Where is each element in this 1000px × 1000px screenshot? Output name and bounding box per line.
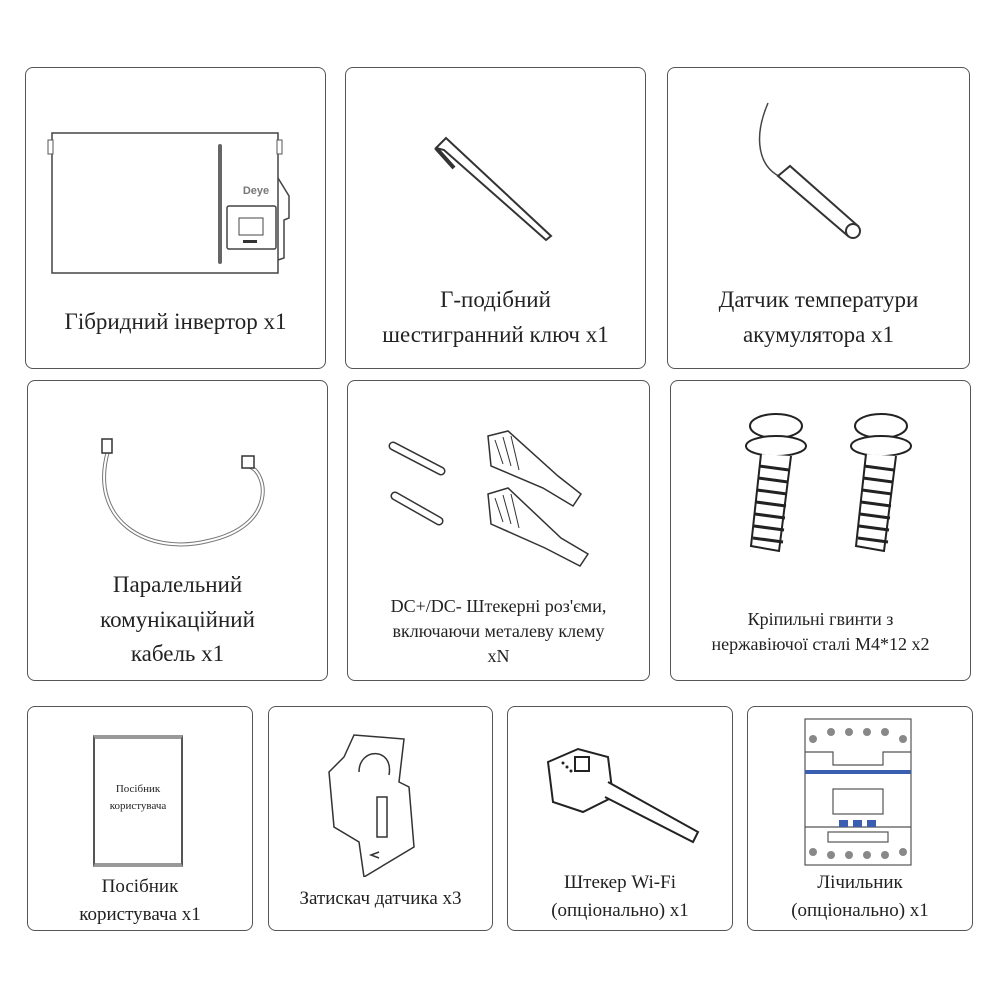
item-ct-clamp: Затискач датчика x3: [268, 706, 493, 931]
item-label: Затискач датчика x3: [299, 888, 462, 909]
cable-illustration: [101, 438, 265, 547]
svg-text:Deye: Deye: [243, 185, 269, 197]
item-label: Гібридний інвертор x1: [64, 309, 287, 334]
item-wifi-plug: Штекер Wi-Fi(опціонально) x1: [507, 706, 733, 931]
item-label: Штекер Wi-Fi(опціонально) x1: [551, 872, 689, 921]
inverter-illustration: Deye: [47, 132, 290, 274]
item-label: DC+/DC- Штекерні роз'єми,включаючи метал…: [390, 596, 607, 666]
meter-illustration: [804, 718, 912, 866]
screws-illustration: [745, 413, 912, 553]
dc-connectors-illustration: [388, 430, 590, 567]
wifi-plug-illustration: [546, 747, 700, 844]
item-label: Лічильник(опціонально) x1: [791, 872, 929, 921]
ct-clamp-illustration: [328, 734, 415, 877]
item-hybrid-inverter: Deye Гібридний інвертор x1: [25, 67, 326, 369]
item-meter: Лічильник(опціонально) x1: [747, 706, 973, 931]
item-dc-connectors: DC+/DC- Штекерні роз'єми,включаючи метал…: [347, 380, 650, 681]
temp-sensor-illustration: [758, 102, 861, 239]
hex-key-illustration: [434, 136, 553, 242]
